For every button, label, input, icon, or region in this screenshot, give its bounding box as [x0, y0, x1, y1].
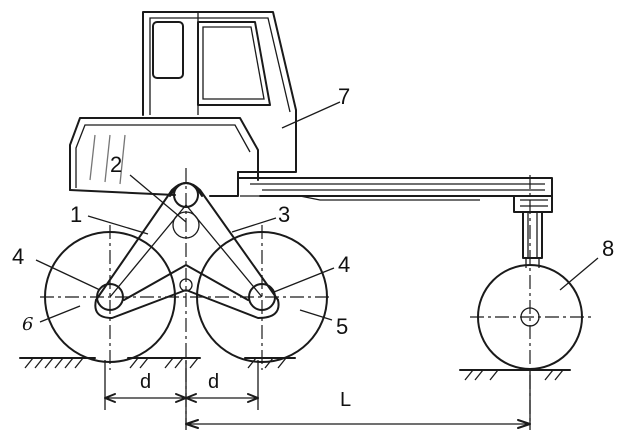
label-2: 2 [110, 152, 122, 177]
axle-pin-left [96, 283, 124, 311]
pivot-2 [173, 182, 199, 208]
dimension-L: L [340, 389, 351, 411]
dimension-d-right: d [208, 371, 219, 393]
leader-lines [35, 101, 599, 323]
cab [69, 11, 297, 197]
label-5: 5 [336, 314, 348, 339]
dimension-d-left: d [140, 371, 151, 393]
lever-frame [94, 182, 280, 319]
axle-pin-right [248, 283, 276, 311]
label-1: 1 [70, 202, 82, 227]
label-7: 7 [338, 84, 350, 109]
label-6: 6 [22, 314, 33, 335]
ground [19, 357, 571, 381]
frame-beam [237, 177, 553, 268]
label-4-right: 4 [338, 252, 350, 277]
label-8: 8 [602, 236, 614, 261]
dimension-lines [104, 360, 531, 430]
label-4-left: 4 [12, 244, 24, 269]
label-3: 3 [278, 202, 290, 227]
